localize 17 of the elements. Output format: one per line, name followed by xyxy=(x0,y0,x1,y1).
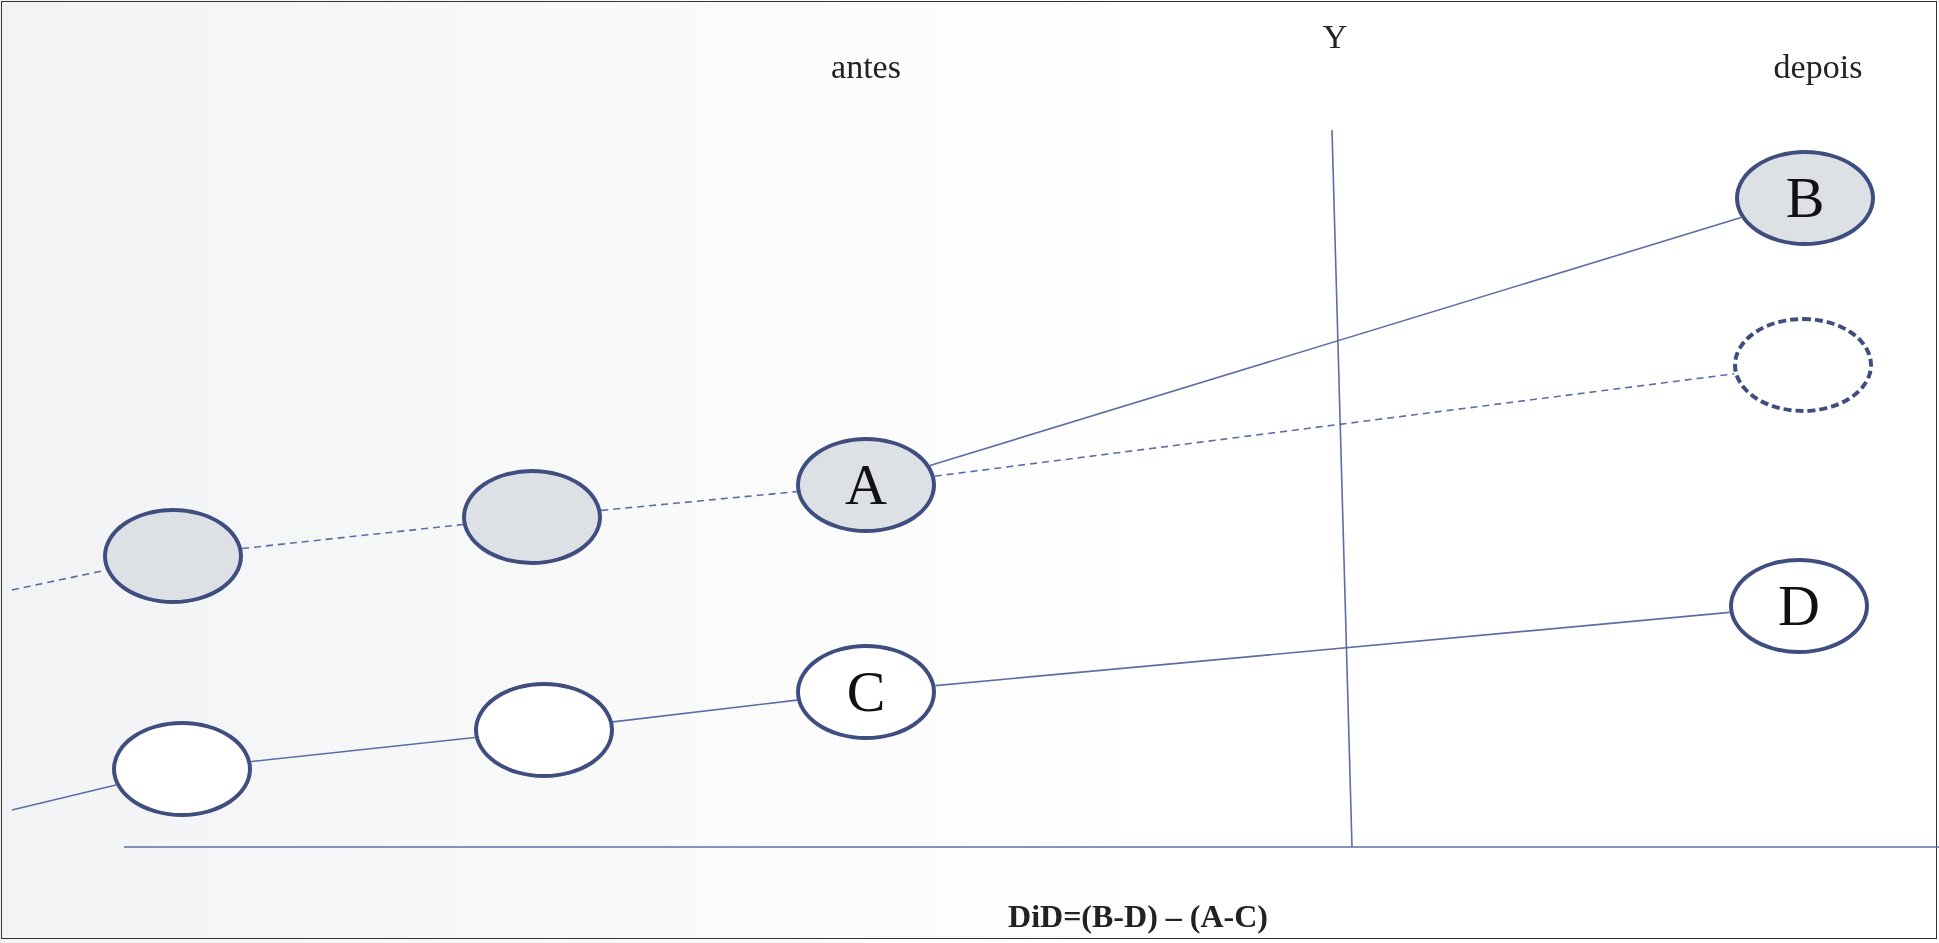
dashed-circle xyxy=(1733,317,1873,413)
axis-label: depois xyxy=(1773,48,1863,86)
node-label: A xyxy=(845,456,887,514)
dashed-line xyxy=(241,523,464,550)
line xyxy=(934,611,1731,687)
node-label: D xyxy=(1778,577,1820,635)
axis-label: antes xyxy=(831,48,901,86)
line xyxy=(612,699,798,723)
line xyxy=(250,736,476,763)
axis-label: Y xyxy=(1322,18,1348,56)
line xyxy=(11,784,117,811)
node-label: B xyxy=(1785,169,1825,227)
formula-text: DiD=(B-D) – (A-C) xyxy=(1008,898,1268,935)
node-label: C xyxy=(846,663,886,721)
dashed-line xyxy=(600,490,798,512)
line xyxy=(929,216,1742,467)
dashed-line xyxy=(934,373,1735,477)
